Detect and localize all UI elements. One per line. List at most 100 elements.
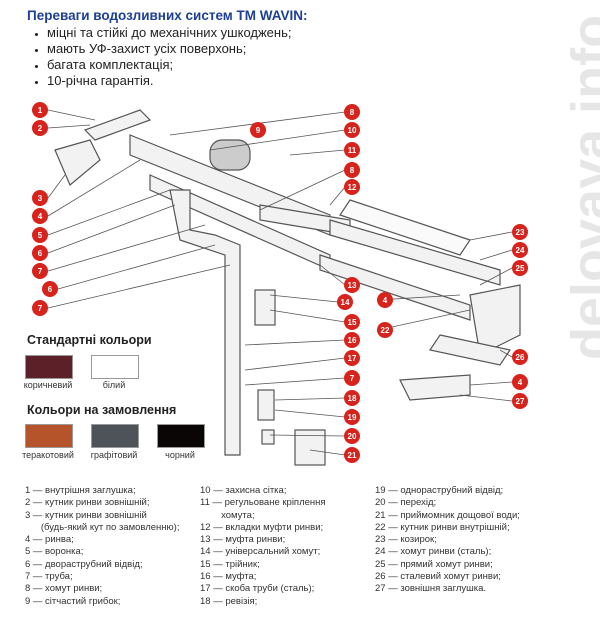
part-marker: 13 <box>344 277 360 293</box>
marker-number: 15 <box>348 318 357 327</box>
marker-circle <box>512 349 528 365</box>
marker-circle <box>344 142 360 158</box>
marker-circle <box>344 332 360 348</box>
swatch-brown <box>25 355 73 379</box>
marker-circle <box>377 292 393 308</box>
swatch-graphite <box>91 424 139 448</box>
marker-circle <box>344 277 360 293</box>
header: Переваги водозливних систем TM WAVIN: мі… <box>27 8 308 89</box>
legend-item: 20 — перехід; <box>375 497 437 509</box>
legend-item: 6 — двораструбний відвід; <box>25 558 143 570</box>
leader-lines <box>47 109 513 456</box>
part-marker: 11 <box>344 142 360 158</box>
marker-number: 7 <box>38 304 43 313</box>
legend-item: 18 — ревізія; <box>200 595 258 607</box>
marker-circle <box>32 120 48 136</box>
part-marker: 12 <box>344 179 360 195</box>
legend-item: 23 — козирок; <box>375 534 437 546</box>
part-marker: 22 <box>377 322 393 338</box>
part-marker: 4 <box>32 208 48 224</box>
marker-number: 17 <box>348 354 357 363</box>
legend-item: 3 — кутник ринви зовнішній <box>25 509 147 521</box>
benefit-item: мають УФ-захист усіх поверхонь; <box>47 41 308 57</box>
drawing <box>54 109 521 466</box>
marker-circle <box>512 224 528 240</box>
legend-item: 7 — труба; <box>25 571 73 583</box>
marker-number: 27 <box>516 397 525 406</box>
marker-circle <box>344 409 360 425</box>
legend-item: 19 — однораструбний відвід; <box>375 485 504 496</box>
swatch-label: теракотовий <box>22 450 74 460</box>
header-title: Переваги водозливних систем TM WAVIN: <box>27 8 308 23</box>
swatch-label: коричневий <box>23 380 73 390</box>
marker-circle <box>344 179 360 195</box>
legend-col-3: 19 — однораструбний відвід;20 — перехід;… <box>375 485 520 596</box>
marker-circle <box>512 242 528 258</box>
custom-colors-title: Кольори на замовлення <box>27 403 177 417</box>
legend-item: хомута; <box>200 509 255 521</box>
part-marker: 14 <box>337 294 353 310</box>
part-marker: 23 <box>512 224 528 240</box>
marker-circle <box>344 370 360 386</box>
part-marker: 16 <box>344 332 360 348</box>
marker-number: 9 <box>256 126 261 135</box>
legend-item: 9 — сітчастий грибок; <box>25 595 121 607</box>
marker-circle <box>32 263 48 279</box>
marker-circle <box>344 350 360 366</box>
marker-circle <box>344 428 360 444</box>
part-marker: 8 <box>344 104 360 120</box>
marker-circle <box>344 447 360 463</box>
swatch-black <box>157 424 205 448</box>
marker-circle <box>32 227 48 243</box>
part-marker: 8 <box>344 162 360 178</box>
marker-number: 8 <box>350 108 355 117</box>
legend-item: 16 — муфта; <box>200 571 257 583</box>
legend-item: 10 — захисна сітка; <box>200 485 287 496</box>
marker-circle <box>344 162 360 178</box>
part-marker: 1 <box>32 102 48 118</box>
marker-number: 12 <box>348 183 357 192</box>
marker-circle <box>512 260 528 276</box>
marker-number: 11 <box>348 146 357 155</box>
part-marker: 26 <box>512 349 528 365</box>
part-marker: 6 <box>42 281 58 297</box>
marker-number: 21 <box>348 451 357 460</box>
part-marker: 7 <box>32 263 48 279</box>
marker-circle <box>32 208 48 224</box>
part-marker: 7 <box>344 370 360 386</box>
part-marker: 7 <box>32 300 48 316</box>
legend-col-1: 1 — внутрішня заглушка;2 — кутник ринви … <box>25 485 179 608</box>
marker-circle <box>32 245 48 261</box>
part-marker: 4 <box>512 374 528 390</box>
marker-circle <box>32 190 48 206</box>
part-marker: 6 <box>32 245 48 261</box>
legend-item: 12 — вкладки муфти ринви; <box>200 521 324 533</box>
marker-circle <box>344 314 360 330</box>
part-marker: 18 <box>344 390 360 406</box>
benefit-item: 10-річна гарантія. <box>47 73 308 89</box>
part-marker: 10 <box>344 122 360 138</box>
legend-item: (будь-який кут по замовленню); <box>25 521 180 533</box>
part-marker: 4 <box>377 292 393 308</box>
legend-item: 14 — універсальний хомут; <box>200 546 321 558</box>
marker-number: 6 <box>48 285 53 294</box>
marker-circle <box>32 300 48 316</box>
swatch-label: чорний <box>165 450 195 460</box>
marker-number: 18 <box>348 394 357 403</box>
part-marker: 25 <box>512 260 528 276</box>
legend-col-2: 10 — захисна сітка;11 — регульоване кріп… <box>200 485 326 608</box>
marker-number: 6 <box>38 249 43 258</box>
marker-number: 20 <box>348 432 357 441</box>
part-marker: 21 <box>344 447 360 463</box>
marker-circle <box>344 122 360 138</box>
legend-item: 22 — кутник ринви внутрішній; <box>375 521 510 533</box>
marker-number: 7 <box>38 267 43 276</box>
marker-number: 8 <box>350 166 355 175</box>
legend-item: 21 — приймомник дощової води; <box>375 509 520 521</box>
marker-number: 4 <box>383 296 388 305</box>
marker-number: 13 <box>348 281 357 290</box>
benefits-list: міцні та стійкі до механічних ушкоджень;… <box>27 25 308 89</box>
